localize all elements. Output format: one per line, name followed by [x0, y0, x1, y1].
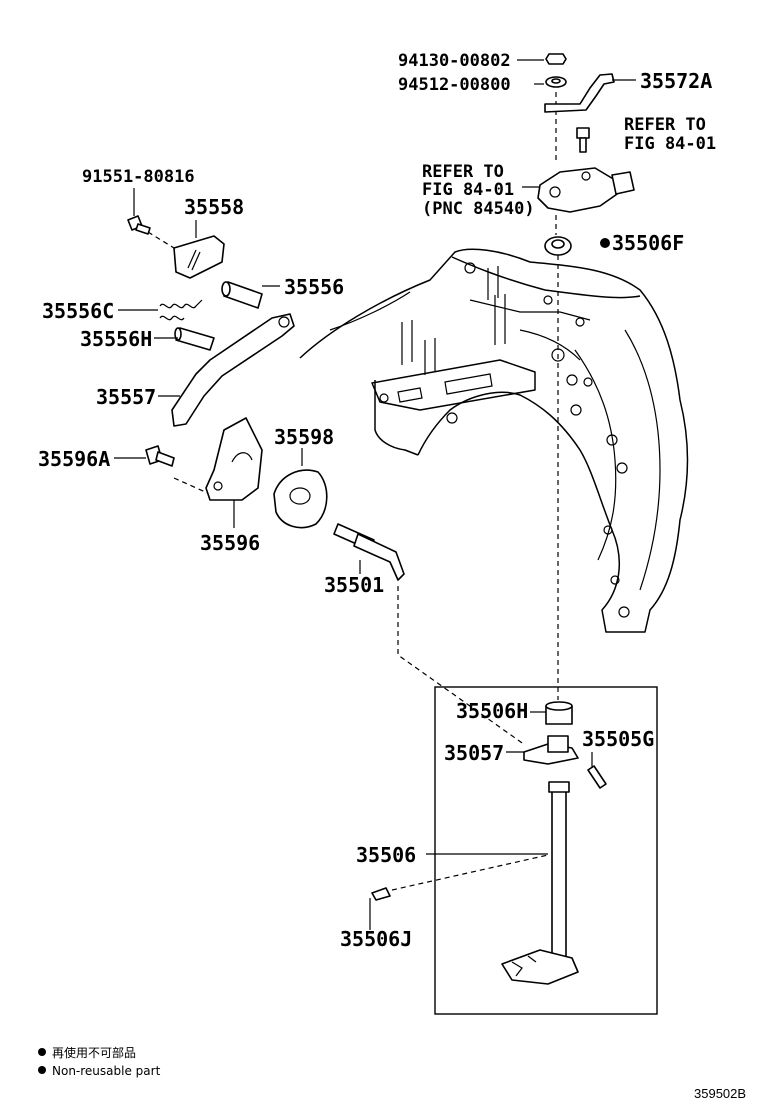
- label-refer-to-1: REFER TO: [624, 115, 706, 135]
- label-91551-80816: 91551-80816: [82, 167, 195, 187]
- neutral-start-switch-icon: [537, 167, 635, 213]
- control-rod-bracket-icon: [544, 73, 615, 113]
- label-35501: 35501: [324, 573, 384, 597]
- control-lever-icon: [171, 313, 295, 427]
- label-35506H: 35506H: [456, 699, 528, 723]
- label-pnc-84540: (PNC 84540): [422, 199, 535, 219]
- legend-japanese: 再使用不可部品: [52, 1045, 136, 1060]
- label-35557: 35557: [96, 385, 156, 409]
- label-35505G: 35505G: [582, 727, 654, 751]
- label-35556: 35556: [284, 275, 344, 299]
- label-35598: 35598: [274, 425, 334, 449]
- detent-spring-plate-icon: [205, 417, 263, 501]
- non-reusable-dot-35506F: [600, 238, 610, 248]
- label-35596A: 35596A: [38, 447, 110, 471]
- pin-small-icon: [174, 327, 215, 351]
- sleeve-35506H-icon: [545, 701, 573, 725]
- transmission-case: [299, 248, 689, 633]
- label-35558: 35558: [184, 195, 244, 219]
- pin-35505G-icon: [587, 765, 607, 789]
- pin-icon: [221, 281, 263, 309]
- label-35596: 35596: [200, 531, 260, 555]
- legend-dot-1: [38, 1048, 46, 1056]
- lever-cap-icon: [173, 235, 225, 279]
- label-35556H: 35556H: [80, 327, 152, 351]
- label-fig-84-01-2: FIG 84-01: [422, 180, 514, 200]
- label-35057: 35057: [444, 741, 504, 765]
- washer-icon: [545, 76, 567, 88]
- label-94130-00802: 94130-00802: [398, 51, 511, 71]
- label-35506: 35506: [356, 843, 416, 867]
- label-refer-to-2: REFER TO: [422, 162, 504, 182]
- leader-lines: [114, 59, 636, 930]
- label-94512-00800: 94512-00800: [398, 75, 511, 95]
- oil-seal-icon: [544, 236, 572, 256]
- detail-box: [434, 686, 658, 1015]
- legend: 再使用不可部品 Non-reusable part: [38, 1045, 161, 1078]
- label-35556C: 35556C: [42, 299, 114, 323]
- bolt-icon: [576, 127, 590, 153]
- label-35572A: 35572A: [640, 69, 712, 93]
- bolt-35596A-icon: [145, 445, 175, 467]
- label-fig-84-01-1: FIG 84-01: [624, 134, 716, 154]
- clip-35506J-icon: [371, 887, 391, 901]
- legend-dot-2: [38, 1066, 46, 1074]
- detent-plate-icon: [273, 469, 328, 529]
- manual-valve-shaft-icon: [501, 781, 579, 985]
- label-35506J: 35506J: [340, 927, 412, 951]
- nut-icon: [545, 53, 567, 65]
- legend-english: Non-reusable part: [52, 1064, 161, 1078]
- shaft-35501-icon: [333, 523, 405, 581]
- small-bolt-icon: [127, 215, 151, 235]
- label-35506F: 35506F: [612, 231, 684, 255]
- spring-icon: [159, 299, 203, 321]
- figure-code: 359502B: [694, 1086, 746, 1101]
- collar-35057-icon: [523, 735, 579, 765]
